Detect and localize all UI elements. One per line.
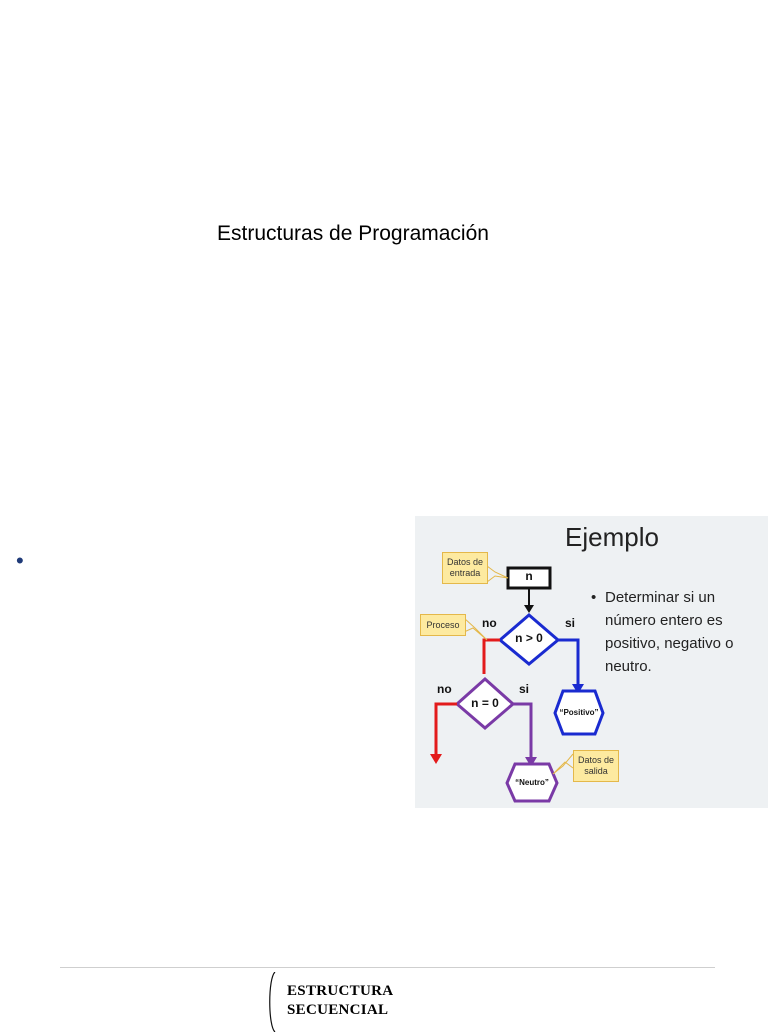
arrowhead-d2-si bbox=[525, 757, 537, 767]
d1-no-label: no bbox=[482, 616, 497, 630]
decision1-diamond bbox=[497, 613, 561, 666]
d1-si-branch bbox=[558, 638, 580, 686]
example-flowchart-image: Ejemplo • Determinar si un número entero… bbox=[415, 516, 768, 808]
arrowhead-d1-si bbox=[572, 684, 584, 694]
d1-si-label: si bbox=[565, 616, 576, 630]
flowchart-diagram bbox=[430, 565, 605, 803]
d1-no-branch bbox=[482, 638, 500, 674]
d2-no-branch bbox=[434, 702, 457, 756]
footer-divider bbox=[60, 967, 715, 968]
arrowhead-input bbox=[524, 605, 534, 613]
example-description: • Determinar si un número entero es posi… bbox=[591, 586, 765, 678]
decision1-label: n > 0 bbox=[515, 631, 543, 645]
neutro-output-shape bbox=[505, 762, 559, 803]
callout-output-data: Datos de salida bbox=[573, 750, 619, 782]
d2-si-branch bbox=[513, 702, 533, 759]
callout-input-data: Datos de entrada bbox=[442, 552, 488, 584]
callout-process-pointer bbox=[463, 617, 488, 641]
footer-line-2: SECUENCIAL bbox=[287, 1002, 389, 1018]
input-var-label: n bbox=[525, 569, 533, 583]
callout-output-pointer bbox=[552, 753, 574, 775]
page-title: Estructuras de Programación bbox=[217, 222, 489, 245]
positivo-output-shape bbox=[553, 689, 605, 736]
decision2-diamond bbox=[454, 676, 516, 730]
example-heading: Ejemplo bbox=[565, 522, 659, 552]
description-bullet: • bbox=[591, 589, 597, 606]
callout-input-pointer bbox=[486, 565, 509, 583]
callout-process: Proceso bbox=[420, 614, 466, 636]
arrowhead-d2-no bbox=[430, 754, 442, 764]
positivo-label: “Positivo” bbox=[559, 708, 599, 717]
neutro-label: “Neutro” bbox=[515, 778, 549, 787]
footer-heading: ESTRUCTURA SECUENCIAL bbox=[287, 982, 393, 1020]
d2-si-label: si bbox=[519, 682, 530, 696]
footer-bracket-icon bbox=[269, 972, 276, 1032]
decision2-label: n = 0 bbox=[471, 696, 499, 710]
bullet-point: • bbox=[16, 548, 24, 573]
description-text: Determinar si un número entero es positi… bbox=[605, 589, 734, 675]
d2-no-label: no bbox=[437, 682, 452, 696]
footer-line-1: ESTRUCTURA bbox=[287, 983, 394, 999]
